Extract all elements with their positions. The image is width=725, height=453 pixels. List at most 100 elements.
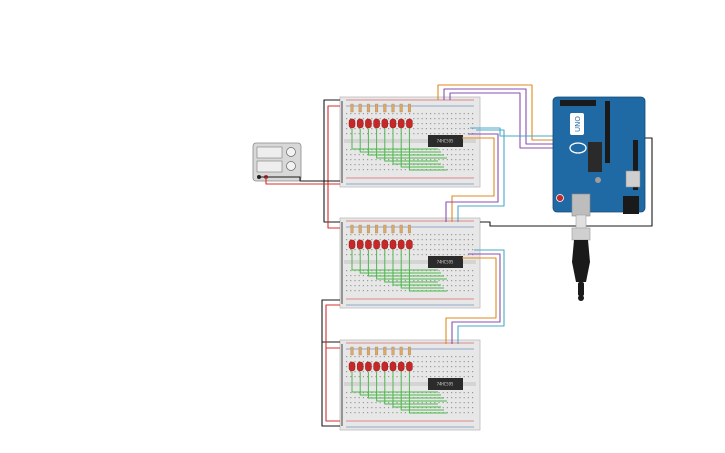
breadboard-hole[interactable] — [354, 169, 356, 171]
led[interactable] — [398, 361, 405, 372]
breadboard-hole[interactable] — [421, 361, 423, 363]
breadboard-hole[interactable] — [425, 270, 427, 272]
breadboard-hole[interactable] — [467, 366, 469, 368]
breadboard-hole[interactable] — [446, 154, 448, 156]
breadboard-hole[interactable] — [417, 402, 419, 404]
breadboard-hole[interactable] — [413, 270, 415, 272]
breadboard-hole[interactable] — [425, 371, 427, 373]
breadboard-hole[interactable] — [375, 239, 377, 241]
breadboard-hole[interactable] — [383, 249, 385, 251]
breadboard-hole[interactable] — [451, 149, 453, 151]
breadboard-hole[interactable] — [442, 407, 444, 409]
breadboard-hole[interactable] — [442, 402, 444, 404]
breadboard-hole[interactable] — [472, 285, 474, 287]
breadboard-hole[interactable] — [434, 361, 436, 363]
breadboard-hole[interactable] — [421, 118, 423, 120]
breadboard-hole[interactable] — [438, 128, 440, 130]
chain-wire-orange-2[interactable] — [445, 257, 497, 344]
breadboard-hole[interactable] — [421, 123, 423, 125]
breadboard-hole[interactable] — [367, 249, 369, 251]
breadboard-hole[interactable] — [421, 113, 423, 115]
breadboard-hole[interactable] — [375, 356, 377, 358]
breadboard-hole[interactable] — [442, 361, 444, 363]
breadboard-hole[interactable] — [434, 234, 436, 236]
breadboard-hole[interactable] — [362, 407, 364, 409]
breadboard-hole[interactable] — [367, 397, 369, 399]
breadboard-hole[interactable] — [392, 234, 394, 236]
breadboard-hole[interactable] — [463, 159, 465, 161]
breadboard-hole[interactable] — [446, 392, 448, 394]
breadboard-hole[interactable] — [442, 113, 444, 115]
led[interactable] — [357, 239, 364, 250]
breadboard-hole[interactable] — [451, 154, 453, 156]
breadboard-hole[interactable] — [383, 234, 385, 236]
breadboard-hole[interactable] — [442, 356, 444, 358]
breadboard-hole[interactable] — [367, 239, 369, 241]
breadboard-hole[interactable] — [346, 397, 348, 399]
breadboard-hole[interactable] — [354, 159, 356, 161]
breadboard-hole[interactable] — [451, 249, 453, 251]
breadboard-hole[interactable] — [463, 361, 465, 363]
breadboard-hole[interactable] — [438, 234, 440, 236]
breadboard-hole[interactable] — [472, 392, 474, 394]
breadboard-hole[interactable] — [455, 254, 457, 256]
breadboard-hole[interactable] — [467, 123, 469, 125]
breadboard-hole[interactable] — [388, 244, 390, 246]
breadboard-hole[interactable] — [467, 280, 469, 282]
breadboard-hole[interactable] — [421, 234, 423, 236]
breadboard-hole[interactable] — [413, 249, 415, 251]
breadboard-hole[interactable] — [455, 159, 457, 161]
breadboard-hole[interactable] — [446, 164, 448, 166]
breadboard-hole[interactable] — [417, 376, 419, 378]
breadboard-hole[interactable] — [455, 169, 457, 171]
breadboard-hole[interactable] — [438, 366, 440, 368]
chain-wire-purple-2[interactable] — [451, 253, 501, 344]
breadboard-hole[interactable] — [459, 249, 461, 251]
breadboard-hole[interactable] — [430, 234, 432, 236]
breadboard-hole[interactable] — [388, 254, 390, 256]
breadboard-hole[interactable] — [459, 239, 461, 241]
breadboard-hole[interactable] — [392, 285, 394, 287]
breadboard-hole[interactable] — [354, 371, 356, 373]
breadboard-hole[interactable] — [451, 290, 453, 292]
breadboard-hole[interactable] — [371, 290, 373, 292]
breadboard-hole[interactable] — [472, 407, 474, 409]
breadboard-hole[interactable] — [442, 133, 444, 135]
breadboard-hole[interactable] — [346, 361, 348, 363]
breadboard-1[interactable]: 74HC595 — [339, 96, 481, 188]
breadboard-hole[interactable] — [358, 154, 360, 156]
breadboard-hole[interactable] — [404, 149, 406, 151]
breadboard-hole[interactable] — [404, 356, 406, 358]
breadboard-hole[interactable] — [446, 133, 448, 135]
breadboard-hole[interactable] — [459, 118, 461, 120]
power-supply-knob-bottom[interactable] — [286, 161, 296, 171]
breadboard-hole[interactable] — [472, 280, 474, 282]
breadboard-hole[interactable] — [451, 244, 453, 246]
breadboard-hole[interactable] — [354, 397, 356, 399]
breadboard-hole[interactable] — [350, 356, 352, 358]
breadboard-hole[interactable] — [455, 397, 457, 399]
breadboard-hole[interactable] — [362, 402, 364, 404]
breadboard-hole[interactable] — [358, 128, 360, 130]
breadboard-hole[interactable] — [362, 356, 364, 358]
breadboard-hole[interactable] — [379, 118, 381, 120]
breadboard-hole[interactable] — [417, 356, 419, 358]
led[interactable] — [406, 361, 413, 372]
breadboard-hole[interactable] — [392, 118, 394, 120]
breadboard-hole[interactable] — [434, 376, 436, 378]
breadboard-hole[interactable] — [367, 149, 369, 151]
power-wire-black-3[interactable] — [321, 342, 340, 427]
breadboard-hole[interactable] — [350, 285, 352, 287]
breadboard-hole[interactable] — [417, 234, 419, 236]
breadboard-hole[interactable] — [413, 149, 415, 151]
breadboard-hole[interactable] — [346, 244, 348, 246]
breadboard-hole[interactable] — [388, 164, 390, 166]
breadboard-hole[interactable] — [430, 249, 432, 251]
breadboard-hole[interactable] — [371, 280, 373, 282]
breadboard-hole[interactable] — [434, 249, 436, 251]
breadboard-hole[interactable] — [346, 154, 348, 156]
arduino-header-digital[interactable] — [605, 101, 610, 163]
breadboard-hole[interactable] — [375, 133, 377, 135]
led[interactable] — [357, 118, 364, 129]
breadboard-hole[interactable] — [346, 113, 348, 115]
